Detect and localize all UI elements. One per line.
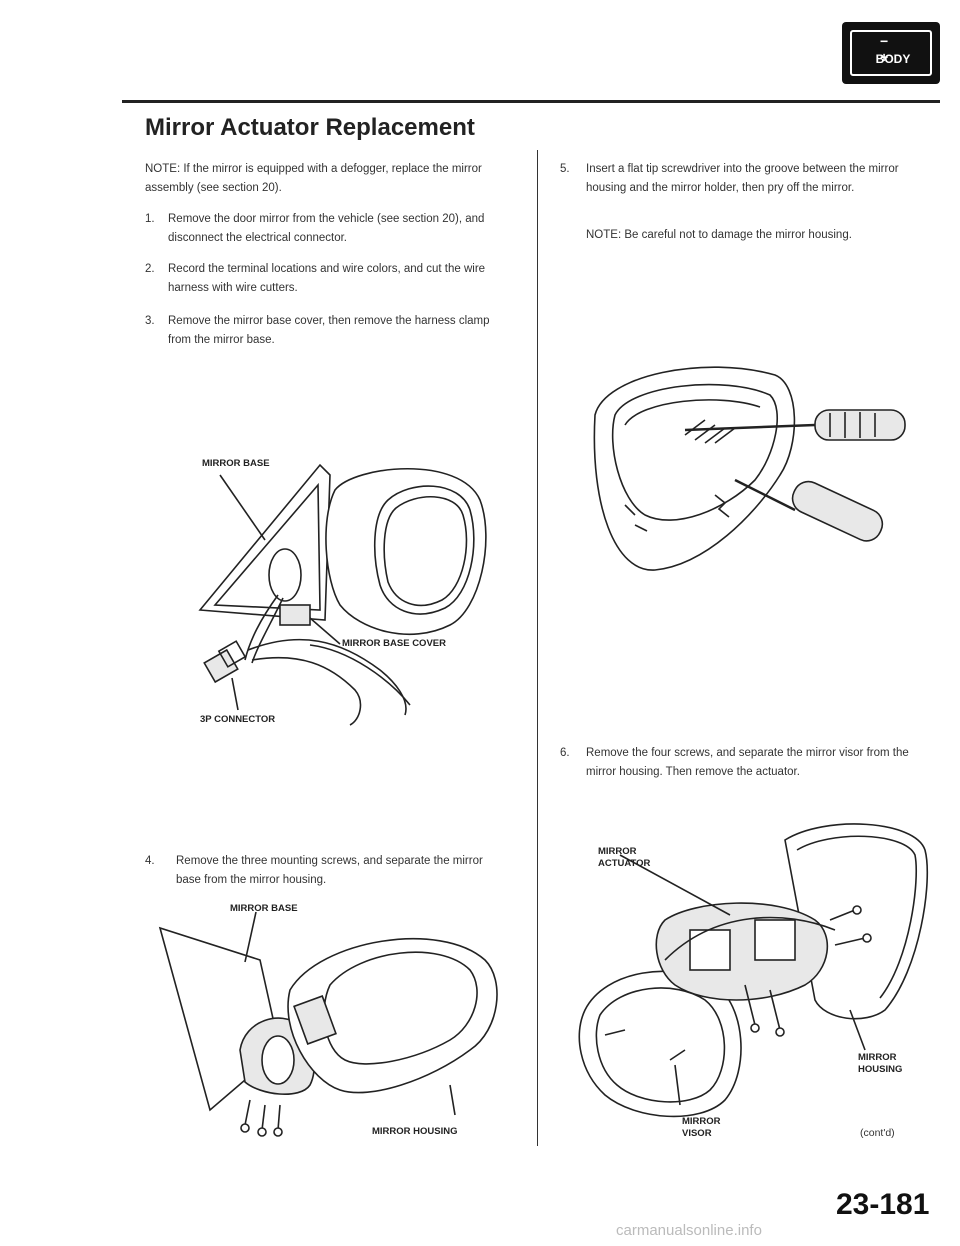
figure-mirror-base-cover bbox=[198, 463, 487, 726]
label-mirror-visor: MIRROR VISOR bbox=[682, 1116, 721, 1139]
label-3p-connector: 3P CONNECTOR bbox=[200, 714, 276, 725]
step-number: 3. bbox=[145, 315, 155, 327]
label-mirror-base-cover: MIRROR BASE COVER bbox=[342, 638, 446, 649]
step-text: Remove the three mounting screws, and se… bbox=[176, 855, 483, 886]
badge-symbols: − + bbox=[880, 33, 899, 65]
step-number: 4. bbox=[145, 855, 155, 867]
step-number: 5. bbox=[560, 163, 570, 175]
figure-actuator-exploded bbox=[578, 823, 929, 1118]
battery-icon: − + BODY bbox=[850, 30, 932, 76]
step-text: Remove the door mirror from the vehicle … bbox=[168, 213, 485, 244]
label-mirror-actuator: MIRROR ACTUATOR bbox=[598, 846, 651, 869]
label-mirror-housing: MIRROR HOUSING bbox=[858, 1052, 903, 1075]
step-number: 6. bbox=[560, 747, 570, 759]
note-careful: NOTE: Be careful not to damage the mirro… bbox=[586, 229, 852, 241]
body-section-badge: − + BODY bbox=[842, 22, 940, 84]
badge-label: BODY bbox=[875, 52, 911, 66]
watermark: carmanualsonline.info bbox=[616, 1222, 762, 1239]
step-text: Record the terminal locations and wire c… bbox=[168, 263, 486, 294]
label-text: MIRROR BASE bbox=[202, 458, 270, 469]
column-divider bbox=[537, 150, 538, 1146]
step-number: 1. bbox=[145, 213, 155, 225]
page-title: Mirror Actuator Replacement bbox=[145, 114, 475, 141]
step-text: Remove the mirror base cover, then remov… bbox=[168, 315, 490, 346]
continued-note: (cont'd) bbox=[860, 1127, 895, 1139]
figure-mirror-base-separate bbox=[158, 911, 498, 1137]
label-mirror-base: MIRROR BASE bbox=[230, 903, 298, 914]
step-number: 2. bbox=[145, 263, 155, 275]
label-mirror-base: MIRROR BASE bbox=[202, 458, 270, 470]
header-rule bbox=[122, 100, 940, 103]
step-text: Insert a flat tip screwdriver into the g… bbox=[586, 163, 899, 194]
page-number: 23-181 bbox=[836, 1188, 930, 1221]
note-defogger: NOTE: If the mirror is equipped with a d… bbox=[145, 163, 482, 194]
label-mirror-housing: MIRROR HOUSING bbox=[372, 1126, 458, 1137]
figure-screwdriver-pry bbox=[593, 366, 906, 571]
step-text: Remove the four screws, and separate the… bbox=[586, 747, 909, 778]
